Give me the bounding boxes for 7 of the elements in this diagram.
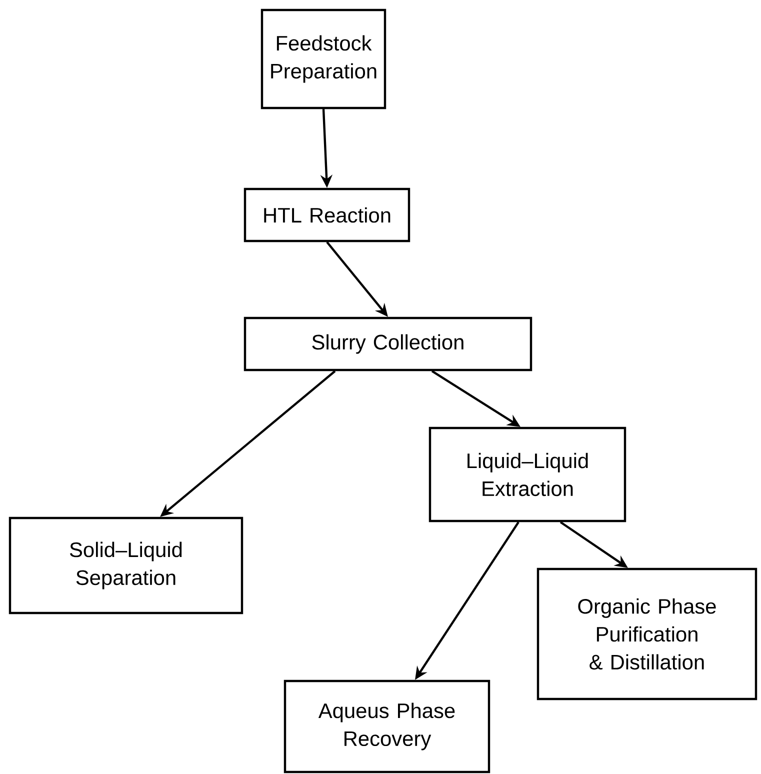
- process-box: Feedstock Preparation: [260, 8, 386, 110]
- process-box: Solid–Liquid Separation: [8, 516, 244, 614]
- process-box: Aqueus Phase Recovery: [284, 680, 490, 774]
- process-box: Liquid–Liquid Extraction: [428, 426, 626, 522]
- process-box: Organic Phase Purification & Distillation: [536, 568, 758, 700]
- process-box: HTL Reaction: [244, 188, 410, 242]
- process-box: Slurry Collection: [244, 316, 532, 372]
